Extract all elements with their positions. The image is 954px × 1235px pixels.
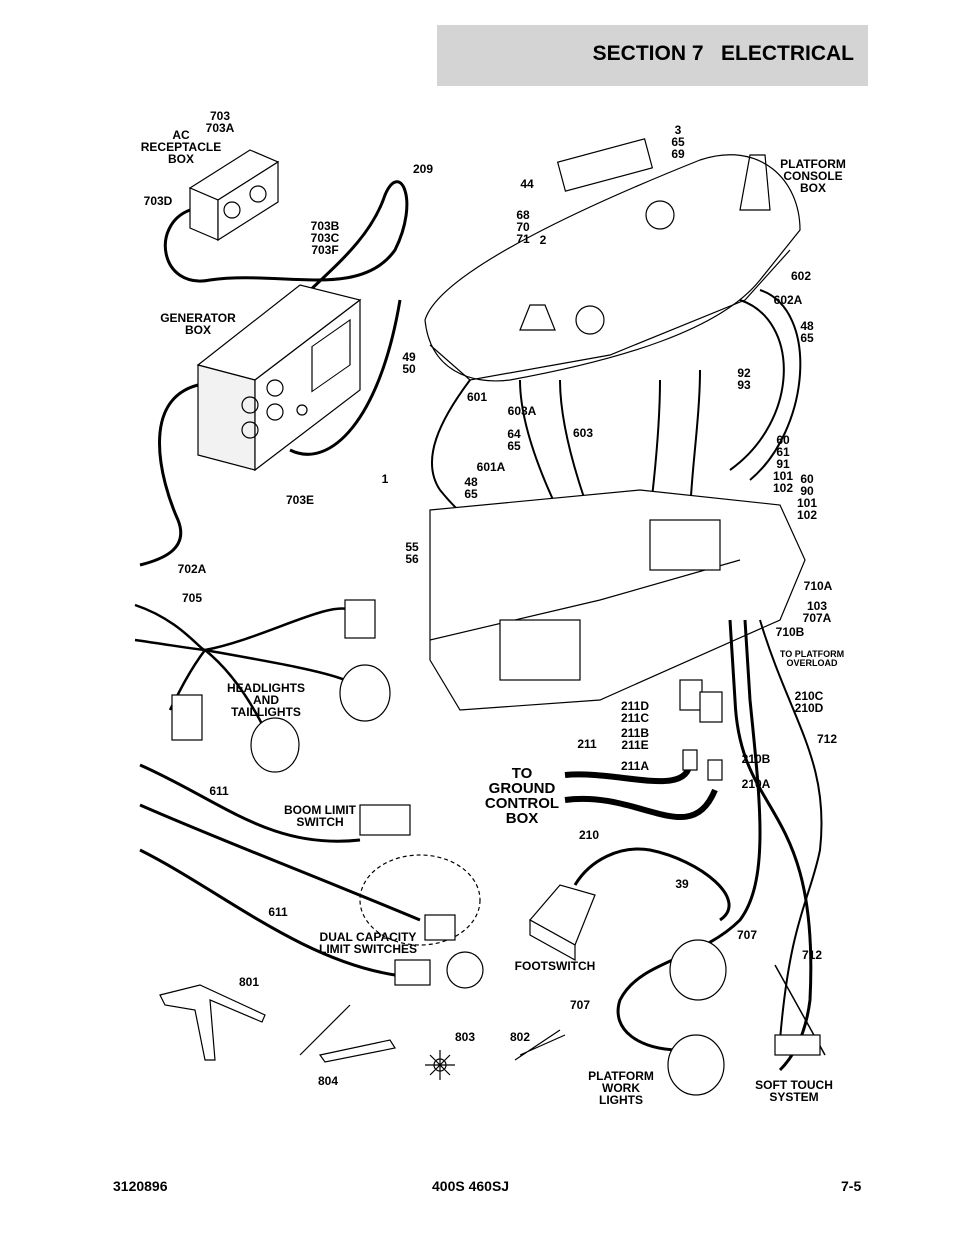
footer-model: 400S 460SJ [432,1178,510,1194]
to-platform-overload-label: TO PLATFORM OVERLOAD [779,649,845,668]
callout-211d: 211D 211C [620,699,650,725]
callout-602a: 602A [773,293,803,307]
callout-48-65-mid: 48 65 [464,475,478,501]
callout-703: 703 703A [205,109,235,135]
callout-210b: 210B [741,752,771,766]
connector-drawing [679,679,723,781]
callout-703e: 703E [285,493,315,507]
ac-receptacle-box-drawing [188,149,280,242]
callout-712-b: 712 [801,948,823,962]
generator-box-label: GENERATOR BOX [160,311,236,337]
callout-60b: 60 90 101 102 [796,472,818,522]
callout-603: 603 [572,426,594,440]
callout-707-b: 707 [569,998,591,1012]
callout-44: 44 [520,177,534,191]
callout-211a: 211A [620,759,650,773]
control-box-drawing [429,489,806,711]
callout-601a: 601A [476,460,506,474]
callout-801: 801 [238,975,260,989]
ac-receptacle-box-label: AC RECEPTACLE BOX [140,128,222,166]
callout-3: 3 65 69 [671,123,685,161]
callout-210c: 210C 210D [794,689,824,715]
callout-1: 1 [381,472,389,486]
footswitch-label: FOOTSWITCH [514,959,596,973]
callout-703b: 703B 703C 703F [310,219,340,257]
callout-68: 68 70 71 [516,208,530,246]
to-ground-control-box-label: TO GROUND CONTROL BOX [484,765,560,827]
callout-611-b: 611 [268,905,288,919]
callout-703d: 703D [143,194,173,208]
callout-602: 602 [790,269,812,283]
boom-limit-switch-label: BOOM LIMIT SWITCH [284,803,356,829]
callout-611-a: 611 [209,784,229,798]
callout-39: 39 [675,877,689,891]
callout-49: 49 50 [402,350,416,376]
callout-60a: 60 61 91 101 102 [772,433,794,495]
soft-touch-system-label: SOFT TOUCH SYSTEM [755,1078,833,1104]
callout-712-a: 712 [816,732,838,746]
callout-2: 2 [539,233,547,247]
footer-page-number: 7-5 [841,1178,862,1194]
callout-601: 601 [466,390,488,404]
section-title: SECTION 7 ELECTRICAL [592,42,854,65]
callout-64: 64 65 [507,427,521,453]
callout-804: 804 [317,1074,339,1088]
callout-802: 802 [509,1030,531,1044]
work-lights-drawing [667,939,727,1096]
callout-48-65-top: 48 65 [800,319,814,345]
generator-box-drawing [196,284,362,472]
platform-work-lights-label: PLATFORM WORK LIGHTS [588,1069,654,1107]
footer-part-number: 3120896 [113,1178,168,1194]
section-header: SECTION 7 ELECTRICAL [437,25,868,86]
headlights-taillights-label: HEADLIGHTS AND TAILLIGHTS [227,681,305,719]
callout-92: 92 93 [737,366,751,392]
callout-710b: 710B [775,625,805,639]
callout-702a: 702A [177,562,207,576]
callout-55: 55 56 [405,540,419,566]
callout-210: 210 [578,828,600,842]
callout-103: 103 707A [802,599,832,625]
platform-console-drawing [424,138,801,382]
callout-710a: 710A [803,579,833,593]
callout-210a: 210A [741,777,771,791]
callout-707-a: 707 [736,928,758,942]
callout-211: 211 [577,737,597,751]
callout-209: 209 [412,162,434,176]
footswitch-drawing [529,884,596,962]
soft-touch-drawing [774,964,826,1056]
dual-capacity-limit-switches-label: DUAL CAPACITY LIMIT SWITCHES [319,930,417,956]
callout-211b: 211B 211E [620,726,650,752]
callout-705: 705 [181,591,203,605]
callout-603a: 603A [507,404,537,418]
platform-console-box-label: PLATFORM CONSOLE BOX [780,157,846,195]
callout-803: 803 [454,1030,476,1044]
